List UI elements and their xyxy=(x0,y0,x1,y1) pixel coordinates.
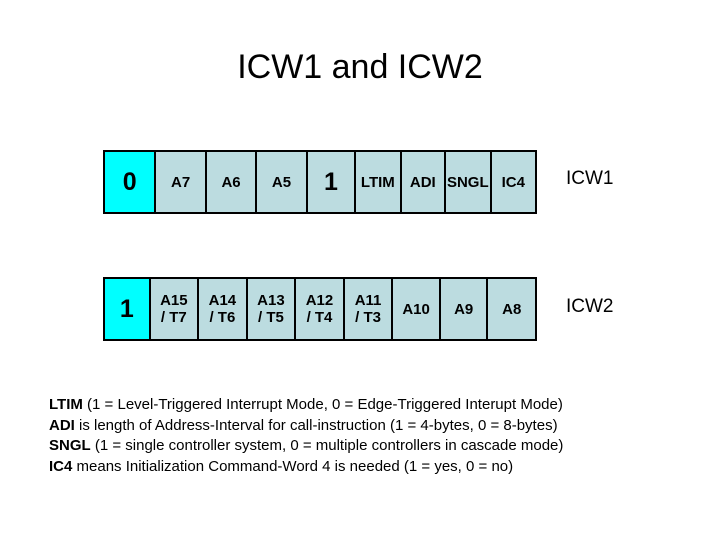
cell-text-line2: / T6 xyxy=(209,309,236,326)
cell-text-line2: / T4 xyxy=(306,309,333,326)
cell-text: SNGL xyxy=(446,173,489,191)
cell-icw2-a15-t7: A15 / T7 xyxy=(150,279,200,339)
legend-description: means Initialization Command-Word 4 is n… xyxy=(72,457,514,475)
cell-text-line1: A15 xyxy=(160,292,188,309)
cell-text-line1: A12 xyxy=(305,292,334,309)
cell-icw1-sngl: SNGL xyxy=(446,152,492,212)
cell-text-line2: / T5 xyxy=(258,309,284,326)
legend-line-adi: ADI is length of Address-Interval for ca… xyxy=(49,416,699,437)
cell-icw2-a14-t6: A14 / T6 xyxy=(199,279,248,339)
cell-icw1-adi: ADI xyxy=(401,152,447,212)
cell-text: A7 xyxy=(171,173,191,191)
cell-text: A9 xyxy=(454,300,474,318)
legend-term: ADI xyxy=(49,416,75,434)
legend-line-ic4: IC4 means Initialization Command-Word 4 … xyxy=(49,457,699,478)
register-row-icw1: 0 A7 A6 A5 1 LTIM ADI SNGL IC4 xyxy=(103,150,537,214)
cell-text: A5 xyxy=(271,173,292,191)
legend-description: (1 = Level-Triggered Interrupt Mode, 0 =… xyxy=(82,396,563,413)
cell-text-line1: A14 xyxy=(208,292,237,309)
cell-icw2-a9: A9 xyxy=(440,279,489,339)
cell-icw1-ltim: LTIM xyxy=(356,152,402,212)
row-label-icw1: ICW1 xyxy=(566,168,614,189)
cell-text: A10 xyxy=(402,300,430,318)
legend-term: LTIM xyxy=(49,396,83,413)
cell-icw1-a7: A7 xyxy=(156,152,207,212)
legend-block: LTIM (1 = Level-Triggered Interrupt Mode… xyxy=(49,395,699,477)
cell-icw2-a13-t5: A13 / T5 xyxy=(247,279,297,339)
cell-icw1-a5: A5 xyxy=(257,152,308,212)
cell-text-line2: / T7 xyxy=(160,309,187,326)
cell-text: IC4 xyxy=(501,173,525,191)
cell-text-line1: A11 xyxy=(354,292,382,309)
cell-icw2-bit0: 1 xyxy=(105,279,151,339)
cell-text: 1 xyxy=(119,295,134,323)
cell-icw1-ic4: IC4 xyxy=(491,152,535,212)
legend-line-ltim: LTIM (1 = Level-Triggered Interrupt Mode… xyxy=(49,395,699,416)
legend-line-sngl: SNGL (1 = single controller system, 0 = … xyxy=(49,436,699,457)
cell-icw2-a8: A8 xyxy=(488,279,535,339)
cell-icw2-a12-t4: A12 / T4 xyxy=(296,279,345,339)
cell-text: A6 xyxy=(221,173,241,191)
legend-description: (1 = single controller system, 0 = multi… xyxy=(90,437,564,454)
cell-icw1-bit0: 0 xyxy=(105,152,157,212)
cell-text: LTIM xyxy=(360,173,395,191)
cell-text: A8 xyxy=(502,300,522,318)
cell-text: ADI xyxy=(409,173,436,191)
cell-icw2-a11-t3: A11 / T3 xyxy=(344,279,394,339)
cell-text: 1 xyxy=(323,168,338,196)
cell-icw1-bit4: 1 xyxy=(307,152,357,212)
legend-description: is length of Address-Interval for call-i… xyxy=(74,416,558,434)
cell-icw1-a6: A6 xyxy=(206,152,258,212)
cell-icw2-a10: A10 xyxy=(393,279,441,339)
cell-text: 0 xyxy=(122,168,137,196)
cell-text-line2: / T3 xyxy=(355,309,381,326)
register-row-icw2: 1 A15 / T7 A14 / T6 A13 / T5 A12 / T4 A1… xyxy=(103,277,537,341)
row-label-icw2: ICW2 xyxy=(566,296,614,317)
cell-text-line1: A13 xyxy=(257,292,285,309)
page-title: ICW1 and ICW2 xyxy=(237,48,483,86)
legend-term: IC4 xyxy=(49,457,73,475)
legend-term: SNGL xyxy=(49,437,91,454)
